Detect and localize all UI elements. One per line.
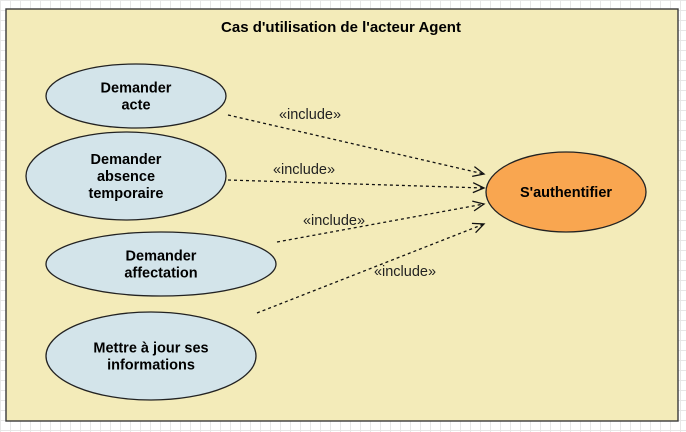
use-case-uc1-label: Demander [101,81,172,97]
use-case-uc2-label: absence [97,169,155,185]
use-case-uc4-label: informations [107,358,195,374]
include-arrow [227,179,486,194]
include-label: «include» [279,107,341,123]
use-case-authenticate: S'authentifier [485,151,647,233]
use-case-authenticate-shape [485,151,647,233]
include-arrow [276,200,486,243]
include-arrow [227,114,486,178]
use-case-uc2-label: Demander [91,152,162,168]
include-relations: «include» «include» «include» «include» [227,107,486,314]
use-case-uc1-shape [45,63,227,129]
use-case-uc4-shape [45,311,257,401]
include-label: «include» [374,264,436,280]
include-label: «include» [303,213,365,229]
use-case-uc1-label: acte [121,98,150,114]
use-case-authenticate-label: S'authentifier [520,185,612,201]
use-case-uc2-shape [25,131,227,221]
use-cases: DemanderacteDemanderabsencetemporaireDem… [25,63,647,401]
use-case-uc3-label: affectation [124,266,197,282]
use-case-uc4-label: Mettre à jour ses [93,341,208,357]
use-case-uc3-label: Demander [126,249,197,265]
include-arrow [256,222,486,314]
use-case-uc3-shape [45,231,277,297]
diagram-title: Cas d'utilisation de l'acteur Agent [221,19,461,36]
include-label: «include» [273,162,335,178]
use-case-uc2-label: temporaire [89,186,164,202]
